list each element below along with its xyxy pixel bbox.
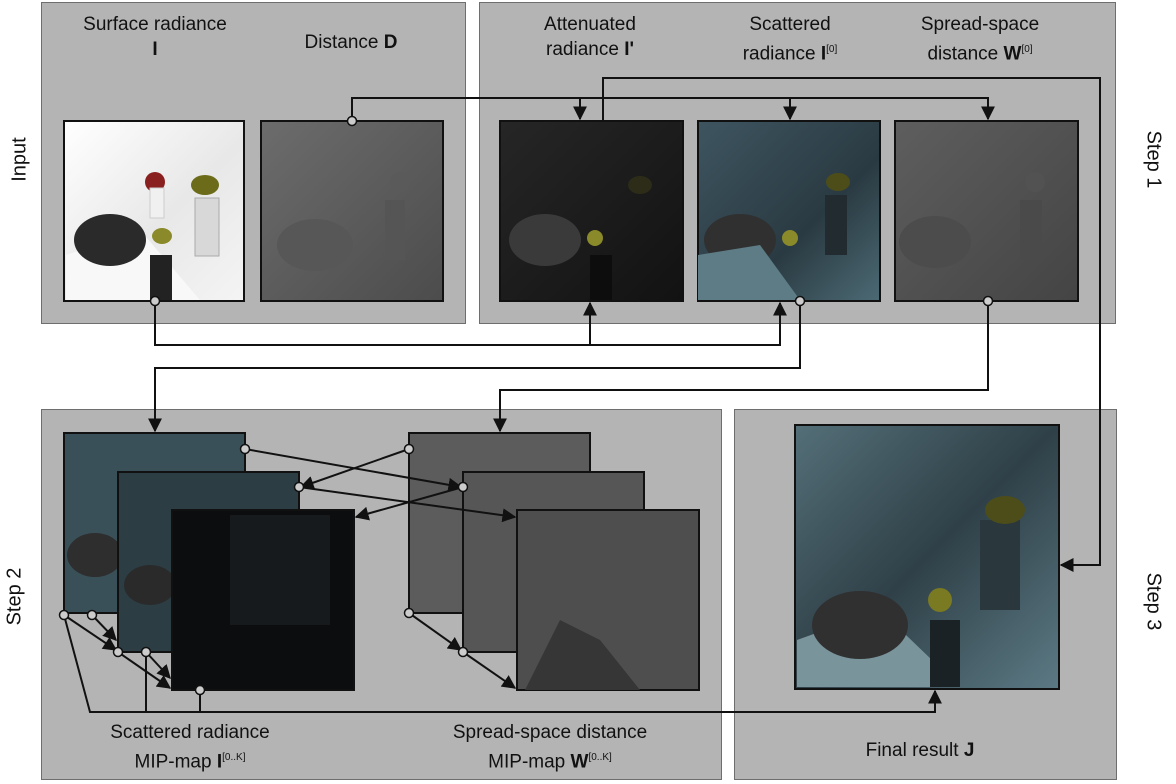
attenuated-radiance-label: Attenuated radiance I' [544, 14, 636, 60]
attenuated-radiance-image [499, 120, 684, 302]
spread-mipmap-label: Spread-space distance MIP-map W[0..K] [452, 722, 648, 773]
spread-mipmap-level-2 [516, 509, 700, 691]
scattered-radiance-label: Scattered radiance I[0] [742, 14, 838, 65]
scattered-radiance-image [697, 120, 881, 302]
scattered-mipmap-label: Scattered radiance MIP-map I[0..K] [110, 722, 270, 773]
distance-image [260, 120, 444, 302]
surface-radiance-label: Surface radiance I [83, 14, 227, 60]
final-result-label: Final result J [865, 740, 975, 761]
connection-nodes [58, 115, 994, 696]
distance-label: Distance D [304, 32, 398, 53]
arrows [63, 77, 1101, 713]
surface-radiance-image [63, 120, 245, 302]
spread-space-distance-label: Spread-space distance W[0] [920, 14, 1040, 65]
final-result-image [794, 424, 1060, 690]
spread-space-distance-image [894, 120, 1079, 302]
scattered-mipmap-level-2 [171, 509, 355, 691]
